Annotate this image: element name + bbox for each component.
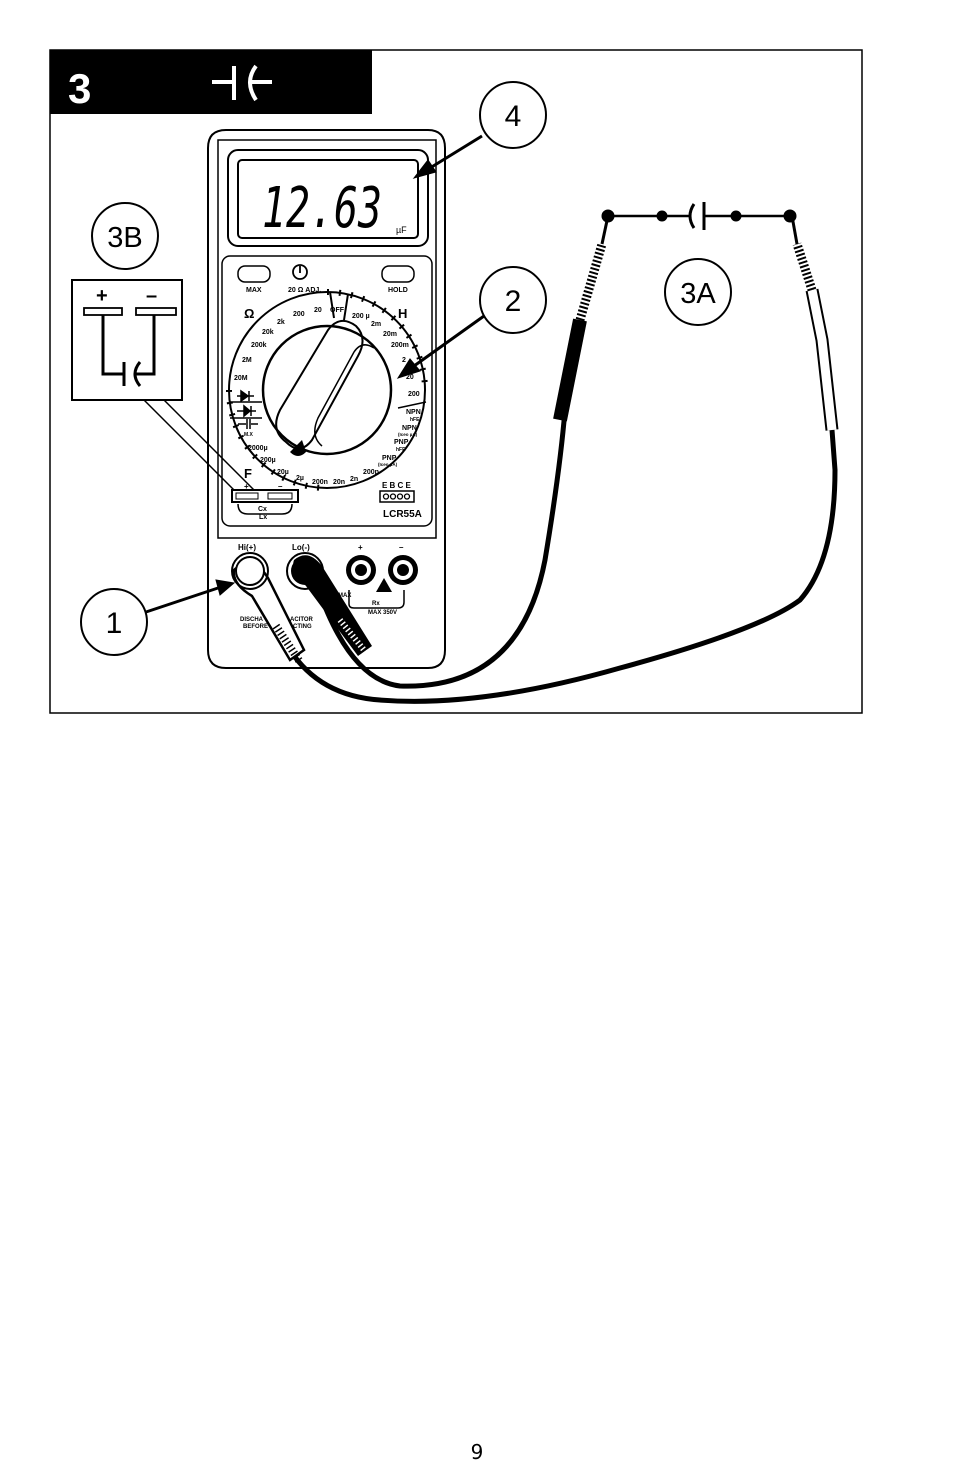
range-20u: 20µ bbox=[277, 469, 289, 476]
range-20: 20 bbox=[314, 307, 322, 314]
range-200u-h: 200 µ bbox=[352, 313, 370, 320]
hfe-label-1: hFE bbox=[410, 417, 420, 423]
inset-plus: + bbox=[96, 285, 108, 307]
callout-3b: 3B bbox=[91, 202, 159, 270]
range-2u: 2µ bbox=[296, 475, 304, 482]
discharge-warning-2: BEFORE bbox=[243, 624, 268, 630]
range-200k: 200k bbox=[251, 342, 267, 349]
lcd-screen bbox=[237, 159, 419, 239]
range-2m: 2m bbox=[371, 321, 381, 328]
model-label: LCR55A bbox=[383, 509, 422, 520]
aux-jack-minus[interactable] bbox=[388, 555, 418, 585]
transistor-jack-minus: – bbox=[399, 543, 404, 552]
max-rating-label: MAX bbox=[338, 593, 351, 599]
callout-2: 2 bbox=[479, 266, 547, 334]
socket-plus: + bbox=[244, 482, 249, 491]
callout-1: 1 bbox=[80, 588, 148, 656]
max-voltage-label: MAX 350V bbox=[368, 610, 397, 616]
callout-3a: 3A bbox=[664, 258, 732, 326]
red-test-lead bbox=[287, 215, 839, 704]
iceo-label-1: (Iceo µA) bbox=[398, 432, 418, 437]
range-20M: 20M bbox=[234, 375, 248, 382]
step-number: 3 bbox=[68, 65, 91, 112]
range-2: 2 bbox=[402, 357, 406, 364]
cx-label: Cx bbox=[258, 506, 267, 513]
step-header: 3 bbox=[50, 50, 372, 114]
aux-jack-plus[interactable] bbox=[346, 555, 376, 585]
black-test-lead bbox=[315, 215, 610, 689]
hfe-label-2: hFE bbox=[396, 447, 406, 453]
display-unit: µF bbox=[396, 225, 407, 235]
farad-symbol: F bbox=[244, 466, 252, 481]
range-20n: 20n bbox=[333, 479, 345, 486]
power-icon[interactable] bbox=[292, 264, 308, 280]
range-2n: 2n bbox=[350, 476, 358, 483]
range-200u: 200µ bbox=[260, 457, 276, 464]
transistor-pin-labels: E B C E bbox=[382, 481, 412, 490]
socket-minus: – bbox=[278, 482, 283, 491]
callout-4-label: 4 bbox=[505, 100, 522, 133]
henry-symbol: H bbox=[398, 306, 407, 321]
capacitor-warning-2: CTING bbox=[293, 624, 312, 630]
range-200m: 200m bbox=[391, 342, 409, 349]
capacitor-warning-1: ACITOR bbox=[290, 617, 314, 623]
rx-label: Rx bbox=[372, 601, 380, 607]
lo-jack[interactable] bbox=[291, 557, 319, 585]
range-2000u: 2000µ bbox=[248, 445, 268, 452]
range-20-h: 20 bbox=[406, 374, 414, 381]
range-20m: 20m bbox=[383, 331, 397, 338]
inset-minus: – bbox=[146, 285, 157, 307]
mx-mark: M.X bbox=[244, 432, 254, 438]
max-button[interactable] bbox=[237, 265, 271, 283]
ohm-symbol: Ω bbox=[244, 306, 254, 321]
continuity-icon bbox=[237, 404, 256, 418]
mode-pnp-hfe: PNP bbox=[394, 439, 409, 446]
max-button-label: MAX bbox=[246, 287, 262, 294]
range-2k: 2k bbox=[277, 319, 285, 326]
range-200n: 200n bbox=[312, 479, 328, 486]
capacitor-range-icon bbox=[238, 419, 258, 429]
multimeter: 12.63 µF MAX 20 Ω ADJ. HOLD Ω H F 2k bbox=[207, 129, 446, 669]
diode-icon bbox=[237, 389, 254, 403]
transistor-jack-plus: + bbox=[358, 543, 363, 552]
display-reading: 12.63 bbox=[262, 176, 382, 241]
zero-adj-label: 20 Ω ADJ. bbox=[288, 287, 321, 294]
warning-triangle-icon bbox=[376, 578, 392, 592]
hold-button-label: HOLD bbox=[388, 287, 408, 294]
mode-npn-hfe: NPN bbox=[406, 409, 421, 416]
range-200-h: 200 bbox=[408, 391, 420, 398]
lx-label: Lx bbox=[259, 514, 267, 521]
callout-arrows bbox=[145, 134, 485, 614]
discharge-warning-1: DISCHA bbox=[240, 617, 264, 623]
rotary-selector-knob[interactable] bbox=[261, 324, 393, 456]
capacitor-mode-icon bbox=[212, 64, 272, 102]
figure-frame bbox=[49, 49, 863, 714]
mode-pnp-iceo: PNP bbox=[382, 455, 397, 462]
range-off[interactable]: OFF bbox=[330, 307, 345, 314]
hi-jack[interactable] bbox=[235, 556, 265, 586]
range-200: 200 bbox=[293, 311, 305, 318]
hi-jack-label: Hi(+) bbox=[238, 543, 256, 552]
iceo-label-2: (Iceo µA) bbox=[378, 462, 398, 467]
mode-npn-iceo: NPN bbox=[402, 425, 417, 432]
range-200p: 200p bbox=[363, 469, 379, 476]
lo-jack-label: Lo(-) bbox=[292, 543, 310, 552]
range-20k: 20k bbox=[262, 329, 274, 336]
range-2M: 2M bbox=[242, 357, 252, 364]
page-number: 9 bbox=[470, 1440, 484, 1464]
selector-pointer bbox=[290, 440, 306, 456]
callout-4: 4 bbox=[479, 81, 547, 149]
callout-3a-label: 3A bbox=[680, 278, 716, 310]
inset-3b-polarity: + – bbox=[71, 279, 255, 491]
callout-1-label: 1 bbox=[106, 607, 123, 640]
callout-2-label: 2 bbox=[505, 285, 522, 318]
capacitor-under-test bbox=[601, 202, 797, 230]
hold-button[interactable] bbox=[381, 265, 415, 283]
callout-3b-label: 3B bbox=[107, 222, 142, 254]
